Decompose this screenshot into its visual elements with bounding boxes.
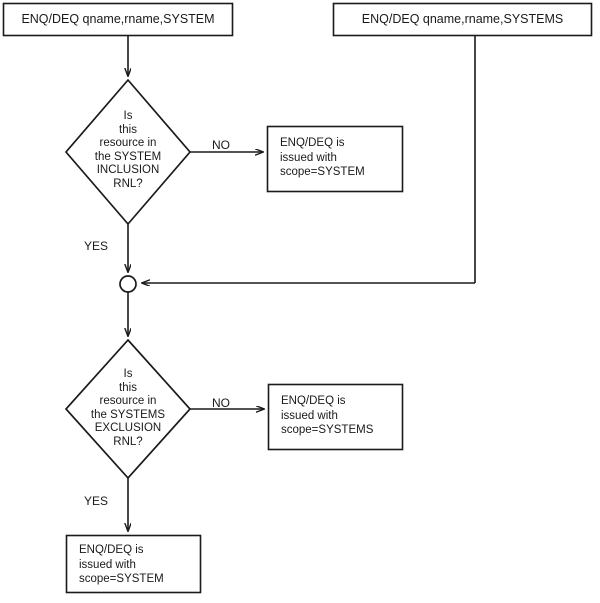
edge-label-decision-two-no: NO [212,396,230,410]
edge-label-decision-one-yes: YES [84,239,109,253]
junction-circle-shape [119,275,137,293]
result-two-box-shape [267,383,404,451]
result-one-box-shape [266,125,404,193]
result-three-box-shape [65,534,202,594]
edge-label-decision-two-yes: YES [84,494,109,508]
decision-two-shape [64,338,192,480]
edge-label-decision-one-no: NO [212,138,230,152]
start-left-box-shape [2,2,234,37]
start-right-box-shape [332,2,593,37]
decision-one-shape [64,78,192,226]
